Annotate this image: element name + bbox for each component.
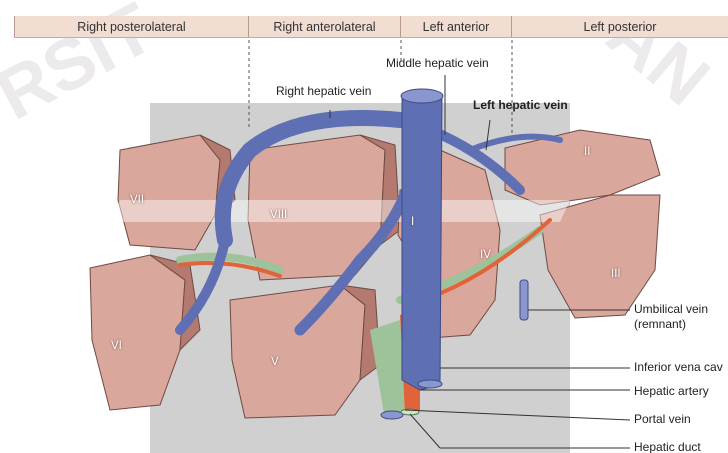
hepatic-artery-label: Hepatic artery <box>634 384 709 398</box>
segment-i-label: I <box>411 216 414 228</box>
segment-iii-label: III <box>611 268 621 280</box>
left-hepatic-vein-label: Left hepatic vein <box>473 98 568 112</box>
umbilical-vein-label: Umbilical vein <box>634 302 708 316</box>
middle-hepatic-vein-label: Middle hepatic vein <box>386 56 489 70</box>
portal-vein-label: Portal vein <box>634 412 691 426</box>
right-hepatic-vein-label: Right hepatic vein <box>276 84 371 98</box>
segment-iv-label: IV <box>480 249 491 261</box>
ivc-label: Inferior vena cav <box>634 360 723 374</box>
inferior-vena-cava <box>402 95 442 390</box>
ivc-top-opening <box>401 89 443 103</box>
hepatic-vein-plane <box>110 200 570 222</box>
segment-v-shape <box>230 285 365 418</box>
ivc-bottom-opening <box>418 380 442 388</box>
segment-v-label: V <box>271 356 279 368</box>
segment-vii-shape <box>118 135 220 250</box>
hepatic-duct-label: Hepatic duct <box>634 440 701 453</box>
segment-vi-label: VI <box>111 340 122 352</box>
umbilical-vein-note: (remnant) <box>634 317 686 331</box>
portal-vein-opening <box>381 411 403 419</box>
segment-ii-label: II <box>584 146 590 158</box>
segment-viii-label: VIII <box>270 209 287 221</box>
segment-vii-label: VII <box>130 194 144 206</box>
umbilical-vein-remnant <box>520 280 528 320</box>
